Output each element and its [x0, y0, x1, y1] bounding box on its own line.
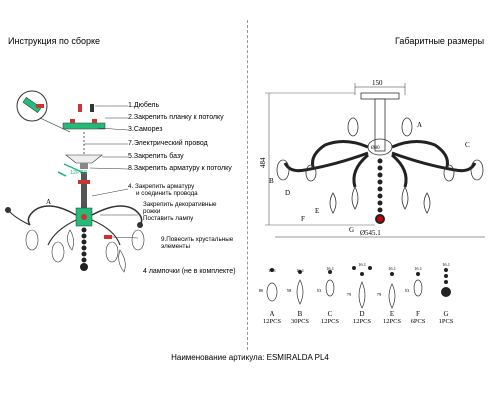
central-rod [81, 172, 87, 220]
part-b-letter: B [297, 310, 303, 318]
part-b-dim2: 58 [286, 288, 292, 293]
dim-letter-f: F [301, 215, 305, 223]
part-d-count: 12PCS [352, 318, 372, 325]
article-name: Наименование артикула: ESMIRALDA PL4 [171, 353, 329, 362]
dim-bead-chain [375, 158, 385, 224]
step-8-text: Закрепить арматуру к потолку [133, 165, 232, 172]
part-g-letter: G [443, 310, 449, 318]
part-g-count: 1PCS [438, 318, 454, 325]
part-f-count: 6PCS [410, 318, 426, 325]
part-d-dim2: 79 [346, 292, 352, 297]
part-b-count: 30PCS [290, 318, 310, 325]
step-3-text: Саморез [133, 126, 163, 133]
part-a-dim1: 16.1 [268, 268, 276, 273]
part-b-dim1: 16.1 [296, 268, 304, 273]
parts-drawings [266, 266, 451, 309]
step-6: Поставить лампу [143, 215, 193, 222]
dim-center-dia: Ø80 [371, 146, 380, 151]
dim-letter-a: A [417, 121, 422, 129]
parts-legend: 16.1 80 16.1 58 16.1 53 16.1 79 16.1 79 … [258, 262, 498, 332]
pcs-note: 12PCS [70, 170, 88, 176]
dowel-icon [78, 104, 94, 112]
step-9-line2: элементы [161, 243, 190, 250]
mounting-plate [62, 122, 106, 130]
dim-total-dia: Ø545.1 [360, 229, 381, 237]
step-decor-line1: Закрепить декоративные [143, 201, 217, 208]
dim-letter-d: D [285, 189, 290, 197]
step-decor-line2: рожки [143, 208, 161, 215]
step-7-text: Электрический провод [133, 140, 208, 147]
detail-circle [16, 90, 48, 122]
part-g-dim1: 16.1 [442, 262, 450, 267]
dim-crystals [276, 117, 484, 214]
part-c-dim2: 53 [316, 288, 322, 293]
step-5-text: Закрепить базу [133, 153, 184, 160]
part-d-letter: D [359, 310, 365, 318]
step-4-line1: Закрепить арматуру [135, 183, 195, 190]
step-7-num: 7. [128, 140, 134, 147]
part-f-dim2: 53 [404, 288, 410, 293]
lamps-note: 4 лампочки (не в комплекте) [143, 268, 236, 275]
step-5-num: 5. [128, 153, 134, 160]
dim-letter-c: C [465, 141, 470, 149]
assembly-diagram: A [5, 90, 145, 273]
dim-top-width: 150 [372, 79, 383, 87]
step-decor: Закрепить декоративные рожки [143, 201, 217, 215]
step-8-num: 8. [128, 165, 134, 172]
part-f-dim1: 16.1 [414, 266, 422, 271]
dim-letter-b: B [269, 177, 274, 185]
step-3: 3.Саморез [128, 126, 162, 134]
bead-chain [80, 227, 88, 271]
part-a-dim2: 80 [258, 288, 264, 293]
part-e-dim2: 79 [376, 292, 382, 297]
step-5: 5.Закрепить базу [128, 153, 184, 161]
arm-right [91, 205, 143, 226]
divider [247, 20, 248, 350]
part-d-dim1: 16.1 [358, 262, 366, 267]
step-4-line2: и соединить провода [136, 190, 198, 197]
step-3-num: 3. [128, 126, 134, 133]
part-a-letter: A [269, 310, 275, 318]
step-2: 2.Закрепить планку к потолку [128, 114, 224, 122]
part-c-dim1: 16.1 [326, 266, 334, 271]
part-f-letter: F [416, 310, 420, 318]
dim-letter-e: E [315, 207, 319, 215]
part-e-letter: E [389, 310, 395, 318]
part-c-letter: C [327, 310, 333, 318]
canopy [65, 154, 103, 164]
part-e-dim1: 16.1 [388, 266, 396, 271]
part-e-count: 12PCS [382, 318, 402, 325]
assembly-title: Инструкция по сборке [8, 36, 101, 46]
step-4-num: 4. [128, 183, 134, 190]
dimensions-diagram: 150 484 Ø80 A B C D E F [259, 79, 485, 238]
step-2-text: Закрепить планку к потолку [133, 114, 224, 121]
step-1: 1.Дюбель [128, 102, 159, 110]
dimensions-title: Габаритные размеры [395, 36, 485, 46]
dim-letter-g: G [349, 226, 354, 234]
step-1-num: 1. [128, 102, 134, 109]
step-6-text: Поставить лампу [143, 215, 194, 222]
arm-left [27, 205, 77, 226]
part-c-count: 12PCS [320, 318, 340, 325]
step-4: 4. Закрепить арматуру и соединить провод… [128, 183, 198, 197]
dim-height: 484 [259, 157, 267, 168]
step-1-text: Дюбель [133, 102, 160, 109]
step-9-num: 9. [161, 236, 167, 243]
step-8: 8.Закрепить арматуру к потолку [128, 165, 232, 173]
diagram-letter-a: A [46, 198, 51, 206]
crystal-pendants [25, 229, 145, 273]
step-9-line1: Повесить хрустальные [166, 236, 234, 243]
step-9: 9.Повесить хрустальные элементы [161, 236, 233, 250]
part-a-count: 12PCS [262, 318, 282, 325]
step-2-num: 2. [128, 114, 134, 121]
step-7: 7.Электрический провод [128, 140, 208, 148]
